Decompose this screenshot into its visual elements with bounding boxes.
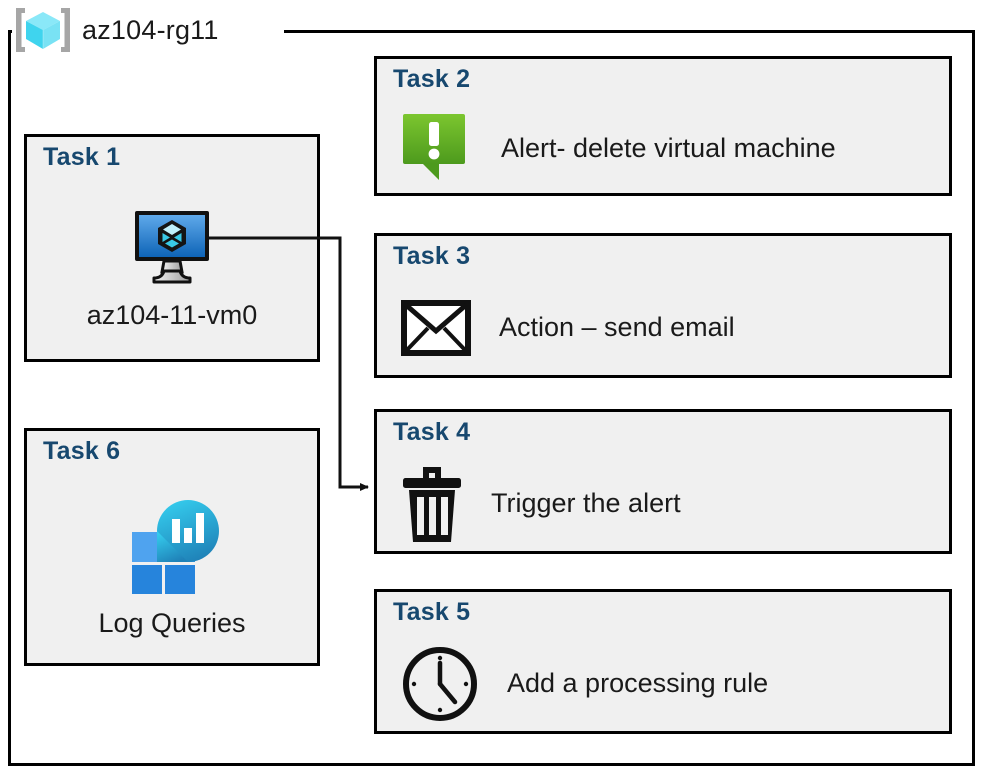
alert-bubble-icon <box>401 112 473 184</box>
task-body: Add a processing rule <box>401 636 949 731</box>
task-box-task1[interactable]: Task 1 <box>24 134 320 362</box>
task-body: Action – send email <box>401 280 949 375</box>
task-label: Task 6 <box>43 437 121 465</box>
task-caption: Add a processing rule <box>507 668 769 698</box>
task-body: az104-11-vm0 <box>27 179 317 359</box>
task-box-task4[interactable]: Task 4 Trigger the alert <box>374 409 952 554</box>
task-caption: Alert- delete virtual machine <box>501 132 836 163</box>
task-box-task2[interactable]: Task 2 Alert- delete virtual machine <box>374 56 952 196</box>
task-label: Task 1 <box>43 143 121 171</box>
task-box-task6[interactable]: Task 6 <box>24 428 320 666</box>
task-caption: Action – send email <box>499 312 735 342</box>
envelope-icon <box>401 299 471 356</box>
task-body: Log Queries <box>27 473 317 663</box>
clock-icon <box>401 645 479 723</box>
resource-group-container <box>8 30 975 766</box>
resource-group-cube-icon <box>12 5 74 55</box>
task-caption: Log Queries <box>98 607 246 638</box>
resource-group-name: az104-rg11 <box>82 14 219 45</box>
task-label: Task 4 <box>393 418 471 446</box>
task-caption: Trigger the alert <box>491 488 681 518</box>
task-box-task5[interactable]: Task 5 Add a processing rule <box>374 589 952 734</box>
task-label: Task 2 <box>393 65 471 93</box>
trash-can-icon <box>401 464 463 544</box>
log-analytics-icon <box>120 498 224 594</box>
task-body: Trigger the alert <box>401 456 949 551</box>
task-body: Alert- delete virtual machine <box>401 103 949 193</box>
task-caption: az104-11-vm0 <box>86 299 258 330</box>
resource-group-header: az104-rg11 <box>12 4 219 56</box>
task-box-task3[interactable]: Task 3 Action – send email <box>374 233 952 378</box>
virtual-machine-icon <box>126 208 218 286</box>
task-label: Task 5 <box>393 598 471 626</box>
task-label: Task 3 <box>393 242 471 270</box>
